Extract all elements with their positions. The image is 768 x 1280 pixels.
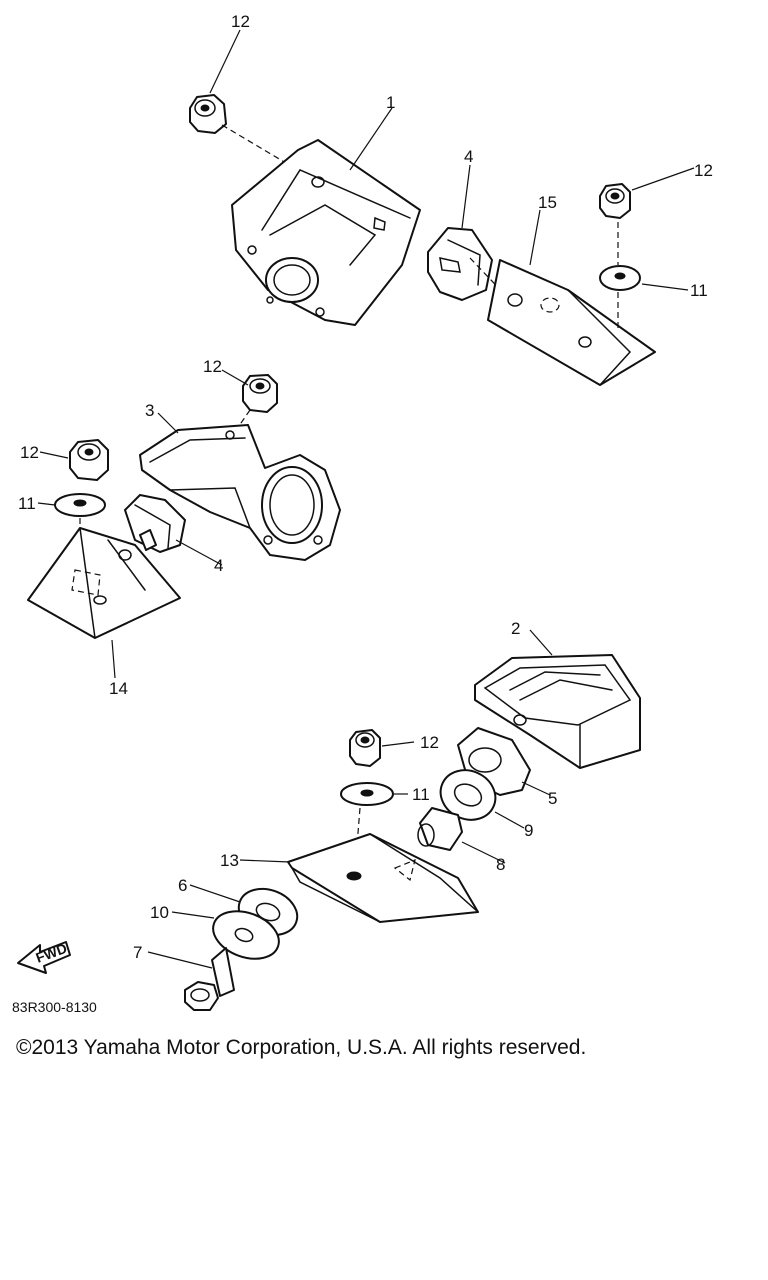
callout-15: 15	[538, 193, 557, 212]
callout-9: 9	[524, 821, 533, 840]
part-4-damper-middle	[124, 494, 186, 553]
callout-12: 12	[231, 12, 250, 31]
part-14-plate	[27, 527, 181, 639]
callout-4: 4	[214, 556, 223, 575]
callout-11: 11	[412, 785, 430, 804]
copyright-notice: ©2013 Yamaha Motor Corporation, U.S.A. A…	[16, 1036, 587, 1059]
part-12-nut-top	[189, 94, 227, 134]
exploded-parts-diagram: FWD 12 1 4 15 12 11 12 3 12 11 4 14 2 12…	[12, 12, 713, 1015]
callout-6: 6	[178, 876, 187, 895]
part-4-damper-upper	[427, 227, 493, 301]
part-9-washer	[439, 769, 497, 821]
callout-8: 8	[496, 855, 505, 874]
callout-1: 1	[386, 93, 395, 112]
part-10-washer	[212, 910, 280, 960]
part-2-housing	[474, 654, 641, 769]
part-13-plate	[287, 833, 479, 923]
part-15-plate	[487, 259, 656, 386]
callout-10: 10	[150, 903, 169, 922]
callout-4: 4	[464, 147, 473, 166]
fwd-arrow-icon: FWD	[17, 940, 71, 974]
part-11-washer-right	[599, 265, 641, 291]
callout-12: 12	[694, 161, 713, 180]
part-12-nut-middle	[242, 374, 278, 413]
callout-13: 13	[220, 851, 239, 870]
part-7-bolt	[184, 947, 235, 1011]
part-1-bracket	[231, 139, 421, 326]
part-8-collar	[417, 807, 463, 851]
callout-12: 12	[420, 733, 439, 752]
callout-12: 12	[203, 357, 222, 376]
callout-14: 14	[109, 679, 128, 698]
callout-7: 7	[133, 943, 142, 962]
callout-2: 2	[511, 619, 520, 638]
callout-5: 5	[548, 789, 557, 808]
callout-11: 11	[18, 494, 36, 513]
part-11-washer-left	[54, 493, 106, 517]
part-12-nut-lower	[349, 729, 381, 767]
callout-3: 3	[145, 401, 154, 420]
callout-12: 12	[20, 443, 39, 462]
part-11-washer-lower	[340, 782, 394, 806]
part-12-nut-right	[599, 183, 631, 219]
part-12-nut-left	[69, 439, 109, 481]
part-3-bracket	[139, 424, 341, 561]
callout-11: 11	[690, 281, 708, 300]
diagram-code: 83R300-8130	[12, 999, 97, 1015]
